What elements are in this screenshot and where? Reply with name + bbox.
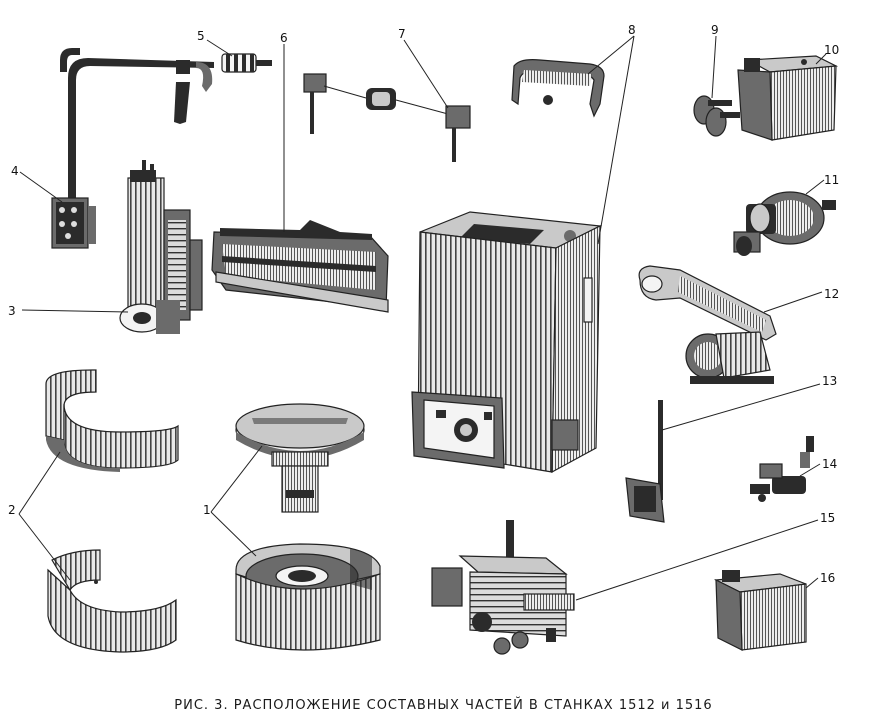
label-14: 14 [822, 457, 837, 471]
part-12-belt-drive [638, 265, 777, 384]
part-2-ring-upper [45, 369, 179, 472]
label-15: 15 [820, 511, 835, 525]
leader-lines [18, 35, 827, 601]
part-15-feed-box [431, 520, 575, 655]
label-5: 5 [197, 29, 205, 43]
part-6-slide-rail [211, 220, 389, 313]
label-16: 16 [820, 571, 835, 585]
leader-8a [587, 35, 635, 75]
leader-14 [799, 463, 821, 477]
label-13: 13 [822, 374, 837, 388]
part-14-small-mechanism [750, 436, 814, 502]
part-numbers: 1 2 3 4 5 6 7 8 9 10 11 12 13 14 15 16 [8, 23, 839, 585]
leader-16 [805, 577, 819, 589]
label-6: 6 [280, 31, 288, 45]
leader-2a [18, 451, 61, 515]
label-12: 12 [824, 287, 839, 301]
part-4-control-box [51, 197, 96, 249]
label-2: 2 [8, 503, 16, 517]
leader-4 [19, 171, 63, 203]
part-10-gearbox [737, 55, 839, 141]
part-3-vertical-head [119, 160, 203, 334]
label-3: 3 [8, 304, 16, 318]
part-2-ring-lower [47, 549, 177, 653]
leader-1b [210, 511, 257, 557]
label-11: 11 [824, 173, 839, 187]
part-9-handwheels [693, 95, 740, 137]
leader-10 [815, 53, 827, 65]
leader-9 [711, 35, 717, 99]
leader-5 [206, 39, 233, 57]
leader-13 [661, 383, 821, 431]
leader-2b [18, 513, 71, 581]
part-7-rod-assembly [303, 73, 471, 162]
leader-8b [597, 35, 635, 245]
part-1-rotary-table [235, 403, 365, 513]
part-13-rod-plate [625, 400, 665, 523]
part-16-box [713, 570, 807, 651]
leader-15 [575, 519, 819, 601]
leader-1a [210, 445, 263, 513]
leader-7 [403, 39, 449, 109]
leader-11 [805, 179, 825, 195]
leader-3 [21, 309, 129, 313]
part-8-main-column [411, 211, 603, 474]
leader-12 [763, 291, 823, 313]
label-8: 8 [628, 23, 636, 37]
part-11-motor-gear [733, 191, 836, 256]
part-1-base-housing [235, 543, 381, 651]
label-4: 4 [11, 164, 19, 178]
label-9: 9 [711, 23, 719, 37]
figure-caption: РИС. 3. РАСПОЛОЖЕНИЕ СОСТАВНЫХ ЧАСТЕЙ В … [174, 698, 713, 713]
part-8-guard-cover [511, 59, 605, 118]
label-10: 10 [824, 43, 839, 57]
part-5-pendant-arm [60, 48, 272, 200]
label-1: 1 [203, 503, 211, 517]
label-7: 7 [398, 27, 406, 41]
